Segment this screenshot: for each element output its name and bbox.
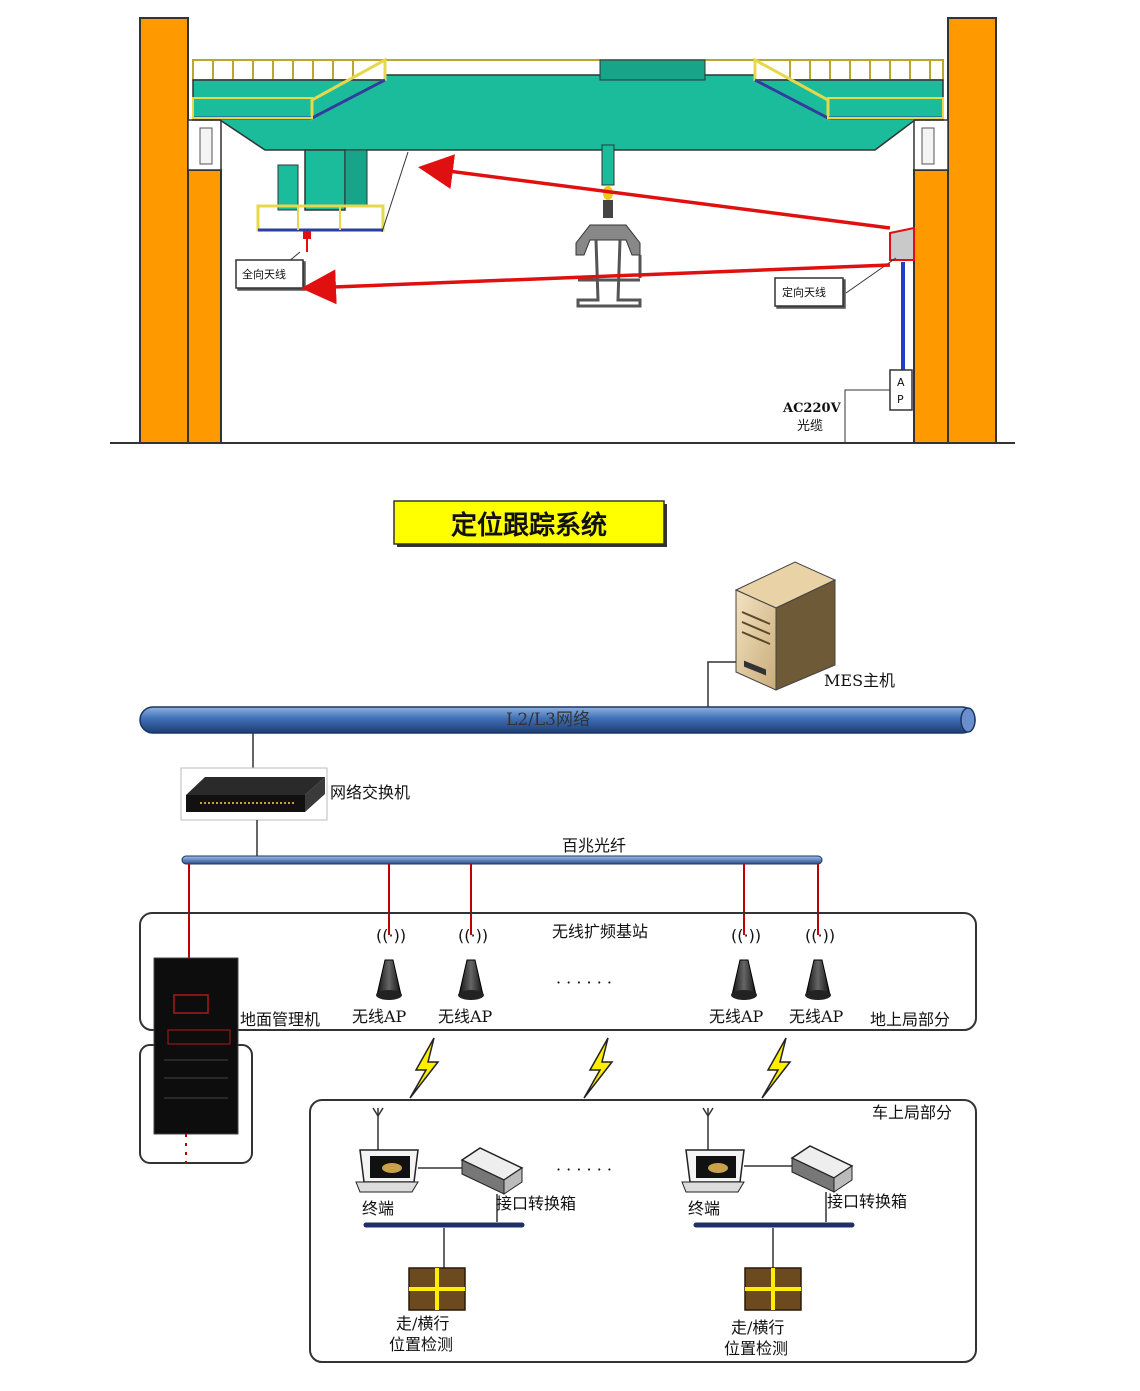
ap-label-2: 无线AP <box>438 1007 493 1026</box>
terminal-label-2: 终端 <box>688 1199 720 1218</box>
wireless-ap-2: ((·)) <box>458 926 488 1000</box>
mes-link <box>707 661 736 708</box>
ap-box-letter-a: A <box>897 376 905 389</box>
ap-box: A P <box>889 369 913 411</box>
ap-label-3: 无线AP <box>709 1007 764 1026</box>
position-detect-label-2b: 位置检测 <box>724 1339 788 1358</box>
ap-ellipsis: · · · · · · <box>556 973 612 992</box>
vehicle-unit-1: 终端 接口转换箱 走/横行 位置检测 <box>355 1107 576 1354</box>
terminal-label-1: 终端 <box>362 1199 394 1218</box>
position-sensor-2 <box>744 1267 802 1311</box>
right-pillar <box>913 17 997 444</box>
omni-antenna-label-box <box>235 259 304 289</box>
omni-antenna: 全向天线 <box>235 231 311 289</box>
base-station-label: 无线扩频基站 <box>552 922 648 941</box>
ground-manager-label: 地面管理机 <box>240 1010 320 1029</box>
lightning-icon <box>409 1037 440 1099</box>
system-title: 定位跟踪系统 <box>393 500 667 547</box>
wireless-link-icons <box>409 1037 792 1099</box>
crane-section: 全向天线 定向天线 A P AC220V 光缆 <box>110 17 1015 444</box>
left-pillar <box>139 17 222 444</box>
l2-l3-network-pipe: L2/L3网络 <box>139 706 976 734</box>
signal-arrow-upper <box>418 154 891 230</box>
ap-box-letter-p: P <box>897 393 904 406</box>
interface-box-label-2: 接口转换箱 <box>827 1192 907 1211</box>
omni-antenna-label: 全向天线 <box>242 267 286 281</box>
position-sensor-1 <box>408 1267 466 1311</box>
vehicle-ellipsis: · · · · · · <box>556 1160 612 1179</box>
vehicle-unit-2: 终端 接口转换箱 走/横行 位置检测 <box>681 1107 907 1358</box>
signal-arrow-lower <box>301 263 891 305</box>
ap-signal-icon: ((·)) <box>805 926 835 945</box>
vehicle-section-label: 车上局部分 <box>872 1103 952 1122</box>
mes-server <box>734 561 837 691</box>
ap-signal-icon: ((·)) <box>376 926 406 945</box>
switch-label: 网络交换机 <box>330 783 410 802</box>
ground-section-label: 地上局部分 <box>870 1010 950 1029</box>
fiber-label: 百兆光纤 <box>562 836 626 855</box>
directional-antenna: 定向天线 <box>774 226 915 307</box>
system-title-text: 定位跟踪系统 <box>451 510 607 541</box>
vehicle-section-box <box>309 1099 977 1363</box>
position-detect-label-1a: 走/横行 <box>396 1314 449 1333</box>
cable-label: 光缆 <box>797 418 823 434</box>
position-detect-label-2a: 走/横行 <box>731 1318 784 1337</box>
directional-antenna-label: 定向天线 <box>782 285 826 299</box>
network-switch <box>180 767 328 821</box>
lightning-icon <box>583 1037 614 1099</box>
position-detect-label-1b: 位置检测 <box>389 1335 453 1354</box>
wireless-ap-1: ((·)) <box>376 926 406 1000</box>
directional-antenna-label-box <box>774 277 844 307</box>
interface-box-2 <box>790 1145 854 1193</box>
crane-hook <box>575 186 642 308</box>
power-label: AC220V <box>782 401 842 416</box>
interface-box-label-1: 接口转换箱 <box>496 1194 576 1213</box>
fiber-bus <box>181 855 823 865</box>
lightning-icon <box>761 1037 792 1099</box>
ap-signal-icon: ((·)) <box>458 926 488 945</box>
wireless-ap-3: ((·)) <box>731 926 761 1000</box>
crane-bridge <box>192 57 944 233</box>
mes-label: MES主机 <box>824 671 895 690</box>
ap-label-1: 无线AP <box>352 1007 407 1026</box>
ground-manager <box>153 957 239 1165</box>
terminal-1 <box>355 1107 419 1193</box>
ap-label-4: 无线AP <box>789 1007 844 1026</box>
ground-section-box <box>139 912 977 1031</box>
fiber-drops <box>188 864 819 958</box>
network-label: L2/L3网络 <box>506 710 590 730</box>
interface-box-1 <box>460 1147 524 1195</box>
ap-signal-icon: ((·)) <box>731 926 761 945</box>
terminal-2 <box>681 1107 745 1193</box>
wireless-ap-4: ((·)) <box>805 926 835 1000</box>
